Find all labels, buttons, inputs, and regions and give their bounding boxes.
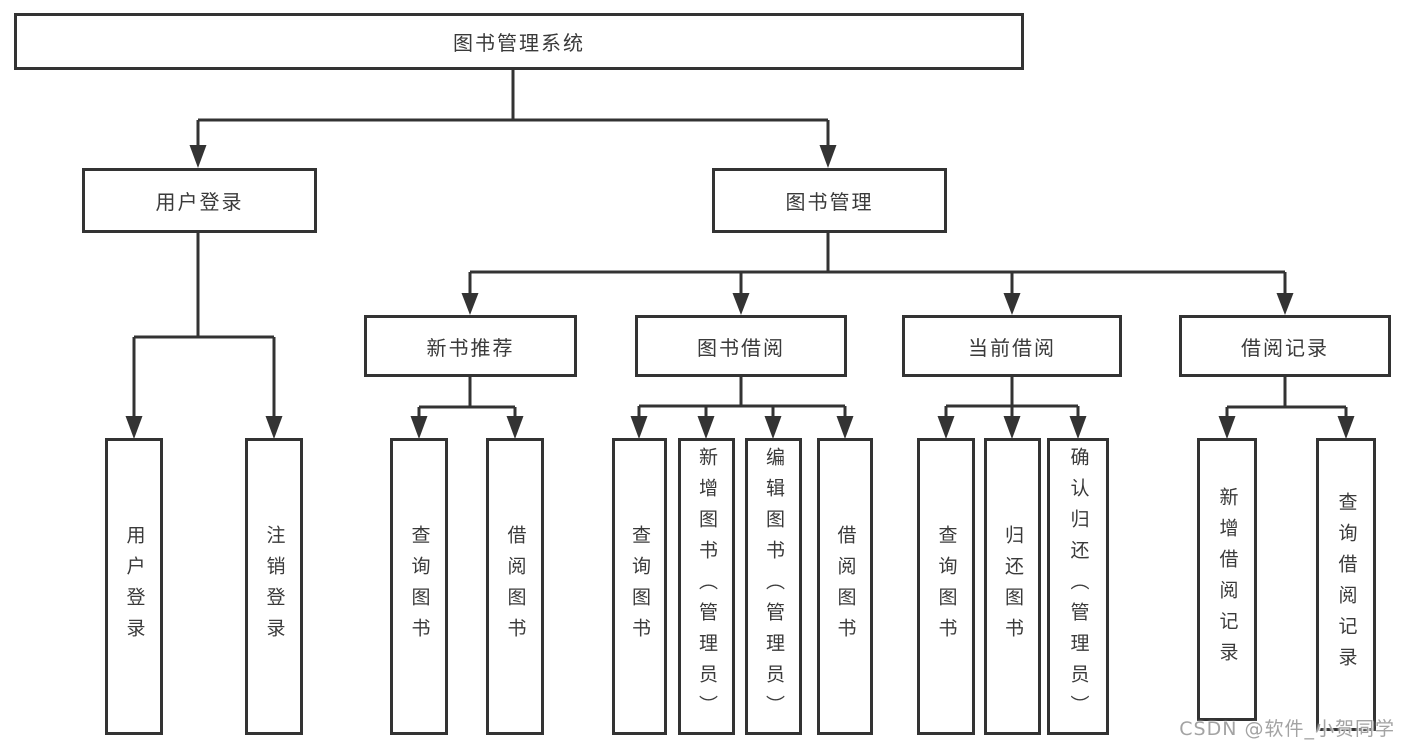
node-label: 借阅记录 xyxy=(1241,335,1329,360)
node-label: 查询图书 xyxy=(408,524,431,649)
node-label: 图书管理系统 xyxy=(453,31,585,55)
node-label: 查询图书 xyxy=(629,524,651,649)
node-new-book-recommend: 新书推荐 xyxy=(364,315,577,377)
node-label: 新增图书（管理员） xyxy=(696,447,718,726)
leaf-query-borrow-record: 查询借阅记录 xyxy=(1316,438,1376,731)
leaf-query-books-recommend: 查询图书 xyxy=(390,438,448,735)
node-label: 新增借阅记录 xyxy=(1216,486,1239,673)
node-label: 编辑图书（管理员） xyxy=(763,447,785,726)
node-book-management: 图书管理 xyxy=(712,168,947,233)
node-label: 借阅图书 xyxy=(834,524,857,649)
leaf-query-books-current: 查询图书 xyxy=(917,438,975,735)
node-label: 当前借阅 xyxy=(968,335,1056,360)
leaf-return-books: 归还图书 xyxy=(984,438,1041,735)
node-label: 注销登录 xyxy=(263,524,286,649)
node-library-system: 图书管理系统 xyxy=(14,13,1024,70)
leaf-confirm-return-admin: 确认归还（管理员） xyxy=(1047,438,1109,735)
node-label: 归还图书 xyxy=(1002,524,1024,649)
leaf-add-books-admin: 新增图书（管理员） xyxy=(678,438,735,735)
node-current-borrowing: 当前借阅 xyxy=(902,315,1122,377)
node-label: 用户登录 xyxy=(155,190,244,214)
leaf-borrow-books-recommend: 借阅图书 xyxy=(486,438,544,735)
node-label: 图书借阅 xyxy=(697,335,785,360)
arrowheads xyxy=(125,145,1355,439)
node-label: 查询图书 xyxy=(935,524,958,649)
node-label: 图书管理 xyxy=(785,190,874,214)
node-label: 确认归还（管理员） xyxy=(1067,447,1090,726)
node-borrowing-records: 借阅记录 xyxy=(1179,315,1391,377)
leaf-borrow-books: 借阅图书 xyxy=(817,438,873,735)
leaf-add-borrow-record: 新增借阅记录 xyxy=(1197,438,1257,721)
node-user-login-branch: 用户登录 xyxy=(82,168,317,233)
node-label: 借阅图书 xyxy=(504,524,527,649)
node-label: 用户登录 xyxy=(123,524,146,649)
node-book-borrowing: 图书借阅 xyxy=(635,315,847,377)
leaf-logout: 注销登录 xyxy=(245,438,303,735)
leaf-query-books-borrowing: 查询图书 xyxy=(612,438,667,735)
watermark: CSDN @软件_小贺同学 xyxy=(1179,718,1395,740)
node-label: 新书推荐 xyxy=(426,335,515,360)
leaf-edit-books-admin: 编辑图书（管理员） xyxy=(745,438,802,735)
leaf-user-login: 用户登录 xyxy=(105,438,163,735)
node-label: 查询借阅记录 xyxy=(1335,491,1358,678)
